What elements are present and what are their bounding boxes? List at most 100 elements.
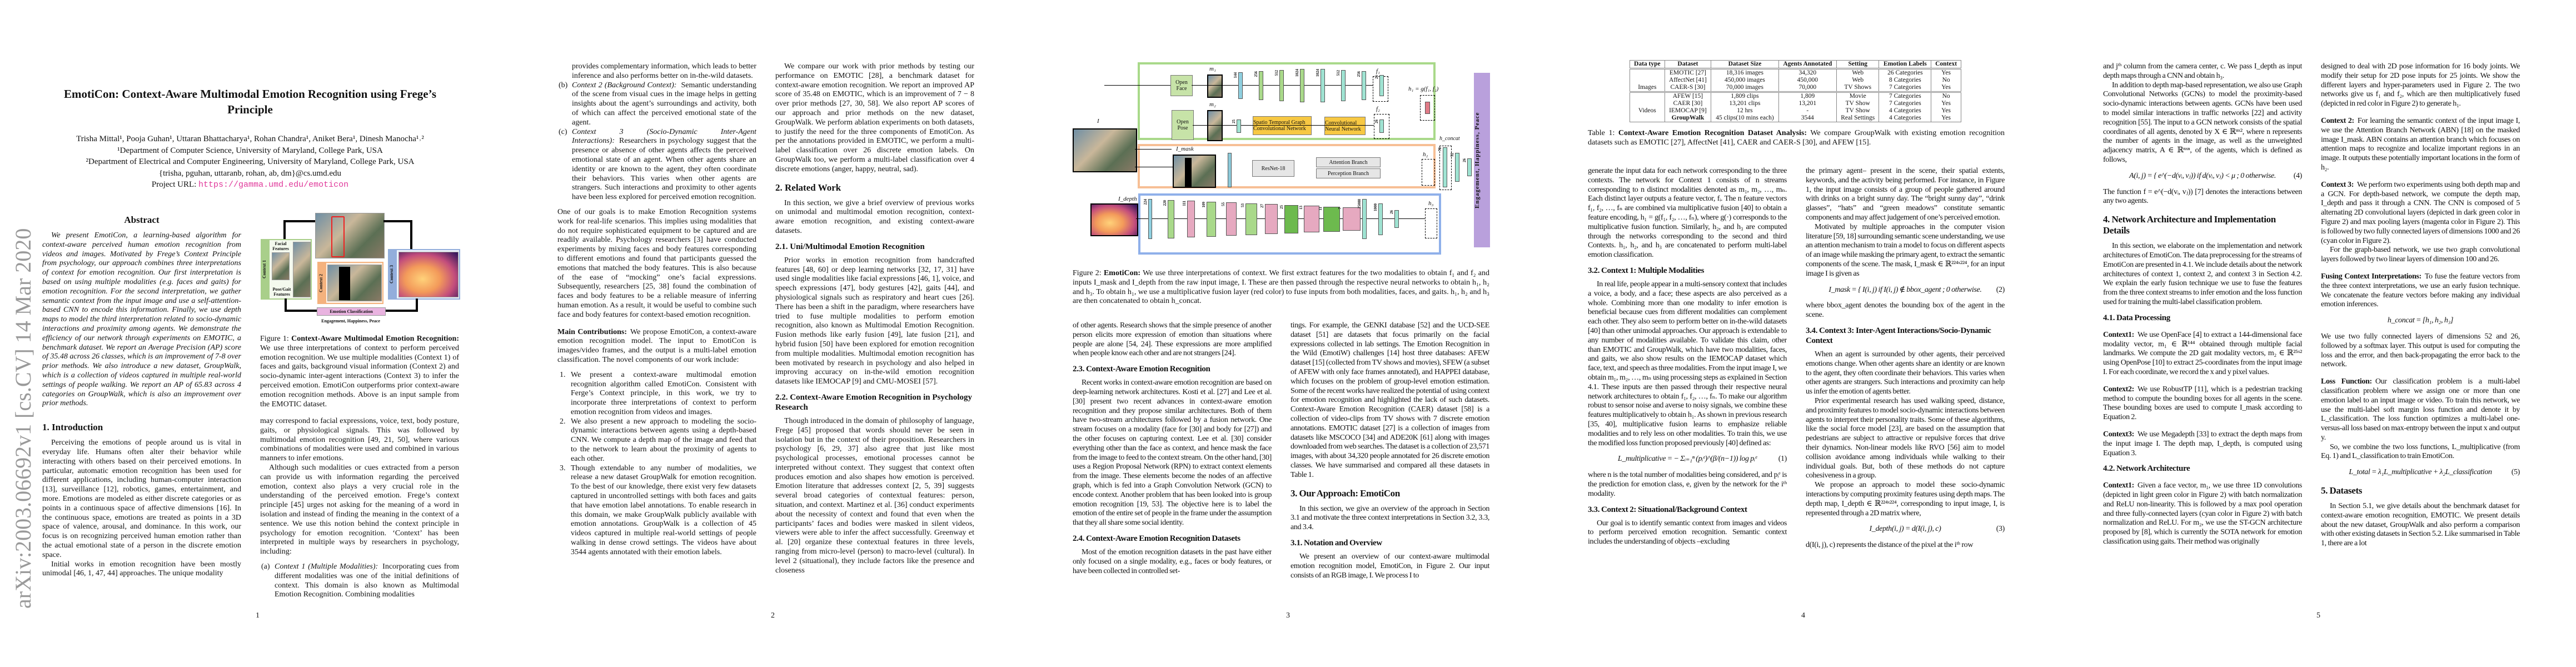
table-cell: 45 clips(10 mins each) <box>1711 115 1779 122</box>
equation-body: I_depth(i, j) = d(I(i, j), c) <box>1869 525 1941 534</box>
equation-body: h_concat = [h₁, h₂, h₃] <box>2387 316 2454 325</box>
paragraph: One of our goals is to make Emotion Reco… <box>557 207 756 319</box>
project-url-link[interactable]: https://gamma.umd.edu/emoticon <box>198 180 349 190</box>
equation: I_depth(i, j) = d(I(i, j), c)(3) <box>1806 525 2005 534</box>
data-type-cell: Images <box>1630 84 1665 92</box>
paragraph-lead: Main Contributions: <box>557 327 627 336</box>
section-heading: 4. Network Architecture and Implementati… <box>2103 214 2276 236</box>
caption-title: Context-Aware Emotion Recognition Datase… <box>1618 129 1807 137</box>
page-5: and jᵗʰ column from the camera center, c… <box>2061 0 2576 667</box>
data-type-cell <box>1630 68 1665 77</box>
f2-label: f₂ <box>1376 106 1380 112</box>
caption-text: We use three interpretations of context … <box>260 344 459 409</box>
paragraph: We present an overview of our context-aw… <box>1291 552 1489 580</box>
paragraph: Though introduced in the domain of philo… <box>775 416 974 575</box>
paragraph: Perceiving the emotions of people around… <box>42 439 241 559</box>
subsection-heading: 2.4. Context-Aware Emotion Recognition D… <box>1073 534 1240 543</box>
table-cell: 8 Categories <box>1879 77 1932 84</box>
paragraph: Prior experimental research has used wal… <box>1806 396 2005 480</box>
page-number: 3 <box>1286 611 1290 620</box>
concat-layer <box>1455 153 1459 182</box>
table-cell: 70,000 <box>1778 84 1837 92</box>
perception-branch-box: Perception Branch <box>1316 168 1381 178</box>
face-network-layer <box>1279 70 1284 101</box>
list-marker: 1. <box>560 370 566 379</box>
arrow <box>410 220 412 249</box>
equation-body: L_multiplicative = − Σᵢ₌₁ⁿ (pᵢᵉ)^(β/(n−1… <box>1617 455 1757 464</box>
paragraph: The function f = e^(−d(vᵢ, vⱼ)) [7] deno… <box>2103 187 2302 206</box>
page-3-column-2: tings. For example, the GENKI database [… <box>1291 321 1489 608</box>
caption-title: Context-Aware Multimodal Emotion Recogni… <box>291 335 459 343</box>
table-cell: TV Show <box>1836 107 1880 115</box>
spacer <box>557 365 756 371</box>
masked-photo <box>327 265 382 301</box>
list-item-lead: Context 1 (Multiple Modalities): <box>275 562 378 571</box>
table-cell: 7 Categories <box>1879 91 1932 100</box>
figure-2-caption: Figure 2: EmotiCon: We use three interpr… <box>1073 269 1489 306</box>
paragraph: We propose an approach to model these so… <box>1806 481 2005 517</box>
author-block: Trisha Mittal¹, Pooja Guhan¹, Uttaran Bh… <box>33 133 467 191</box>
emails: {trisha, pguhan, uttaranb, rohan, ab, dm… <box>158 168 342 178</box>
face-network-layer <box>1300 69 1304 102</box>
depth-network-layer <box>1304 206 1319 232</box>
list-marker: 2. <box>560 417 566 426</box>
facial-features-label: Facial Features <box>272 241 289 251</box>
table-cell: 450,000 <box>1778 77 1837 84</box>
list-item-text: provides complementary information, whic… <box>572 62 756 80</box>
column-header: Dataset Size <box>1711 60 1779 69</box>
data-type-cell <box>1630 77 1665 84</box>
context-3-label: Context 3 <box>389 250 397 298</box>
layer-dimension-label: 111 <box>1182 201 1187 206</box>
subsection-heading: 4.1. Data Processing <box>2103 313 2170 322</box>
layer-dimension-label: 144 <box>1233 72 1238 78</box>
data-type-cell <box>1630 115 1665 122</box>
face-network-layer <box>1362 71 1366 100</box>
paragraph: In addition to depth map-based represent… <box>2103 81 2302 164</box>
column-header: Emotion Labels <box>1879 60 1932 69</box>
figure-1-output-labels: Engagement, Happiness, Peace <box>321 318 380 323</box>
paragraph: In this section, we give an overview of … <box>1291 504 1489 532</box>
table-cell: GroupWalk <box>1664 115 1712 122</box>
table-cell: 34,320 <box>1778 68 1837 77</box>
column-header: Agents Annotated <box>1778 60 1837 69</box>
table-cell: 450,000 images <box>1711 77 1779 84</box>
concat-layer <box>1467 158 1472 176</box>
cnn-box: Convolutional Neural Network <box>1324 117 1366 135</box>
paragraph: tings. For example, the GENKI database [… <box>1291 321 1489 479</box>
open-face-box: Open Face <box>1170 75 1193 96</box>
pose-network-layer <box>1379 120 1384 133</box>
paragraph: designed to deal with 2D pose informatio… <box>2321 62 2520 108</box>
table-cell: TV Show <box>1836 100 1880 107</box>
context-3-stream <box>1138 193 1441 255</box>
input-label: I <box>1097 118 1099 125</box>
list-item-text: We also present a new approach to modeli… <box>571 417 756 463</box>
paragraph: In this section, we give a brief overvie… <box>775 198 974 235</box>
paragraph: Context1:We use OpenFace [4] to extract … <box>2103 331 2302 377</box>
table-cell: Yes <box>1931 115 1961 122</box>
title-line-1: EmotiCon: Context-Aware Multimodal Emoti… <box>63 87 436 101</box>
context-1-box: Context 1 Facial Features Pose/Gait Feat… <box>261 239 312 300</box>
pose-network-layer <box>1237 120 1241 133</box>
layer-dimension-label: 26 <box>1389 210 1394 214</box>
subsection-heading: 2.1. Uni/Multimodal Emotion Recognition <box>775 242 925 251</box>
paragraph: Although such modalities or cues extract… <box>260 463 459 556</box>
paragraph: Most of the emotion recognition datasets… <box>1073 547 1272 575</box>
paragraph: generate the input data for each network… <box>1588 167 1787 260</box>
page-1: arXiv:2003.06692v1 [cs.CV] 14 Mar 2020 E… <box>0 0 515 667</box>
output-bar: Engagement, Happiness, Peace <box>1474 73 1490 247</box>
list-item-text: Researchers in psychology suggest that t… <box>572 137 756 202</box>
list-item-text: Semantic understanding of the scene from… <box>572 81 756 127</box>
depth-network-layer <box>1343 207 1361 231</box>
h3-label: h₃ <box>1428 200 1434 207</box>
context-list-item: (a)Context 1 (Multiple Modalities):Incor… <box>260 563 459 600</box>
affiliation-1: ¹Department of Computer Science, Univers… <box>117 146 383 155</box>
face-network-layer <box>1259 71 1263 100</box>
